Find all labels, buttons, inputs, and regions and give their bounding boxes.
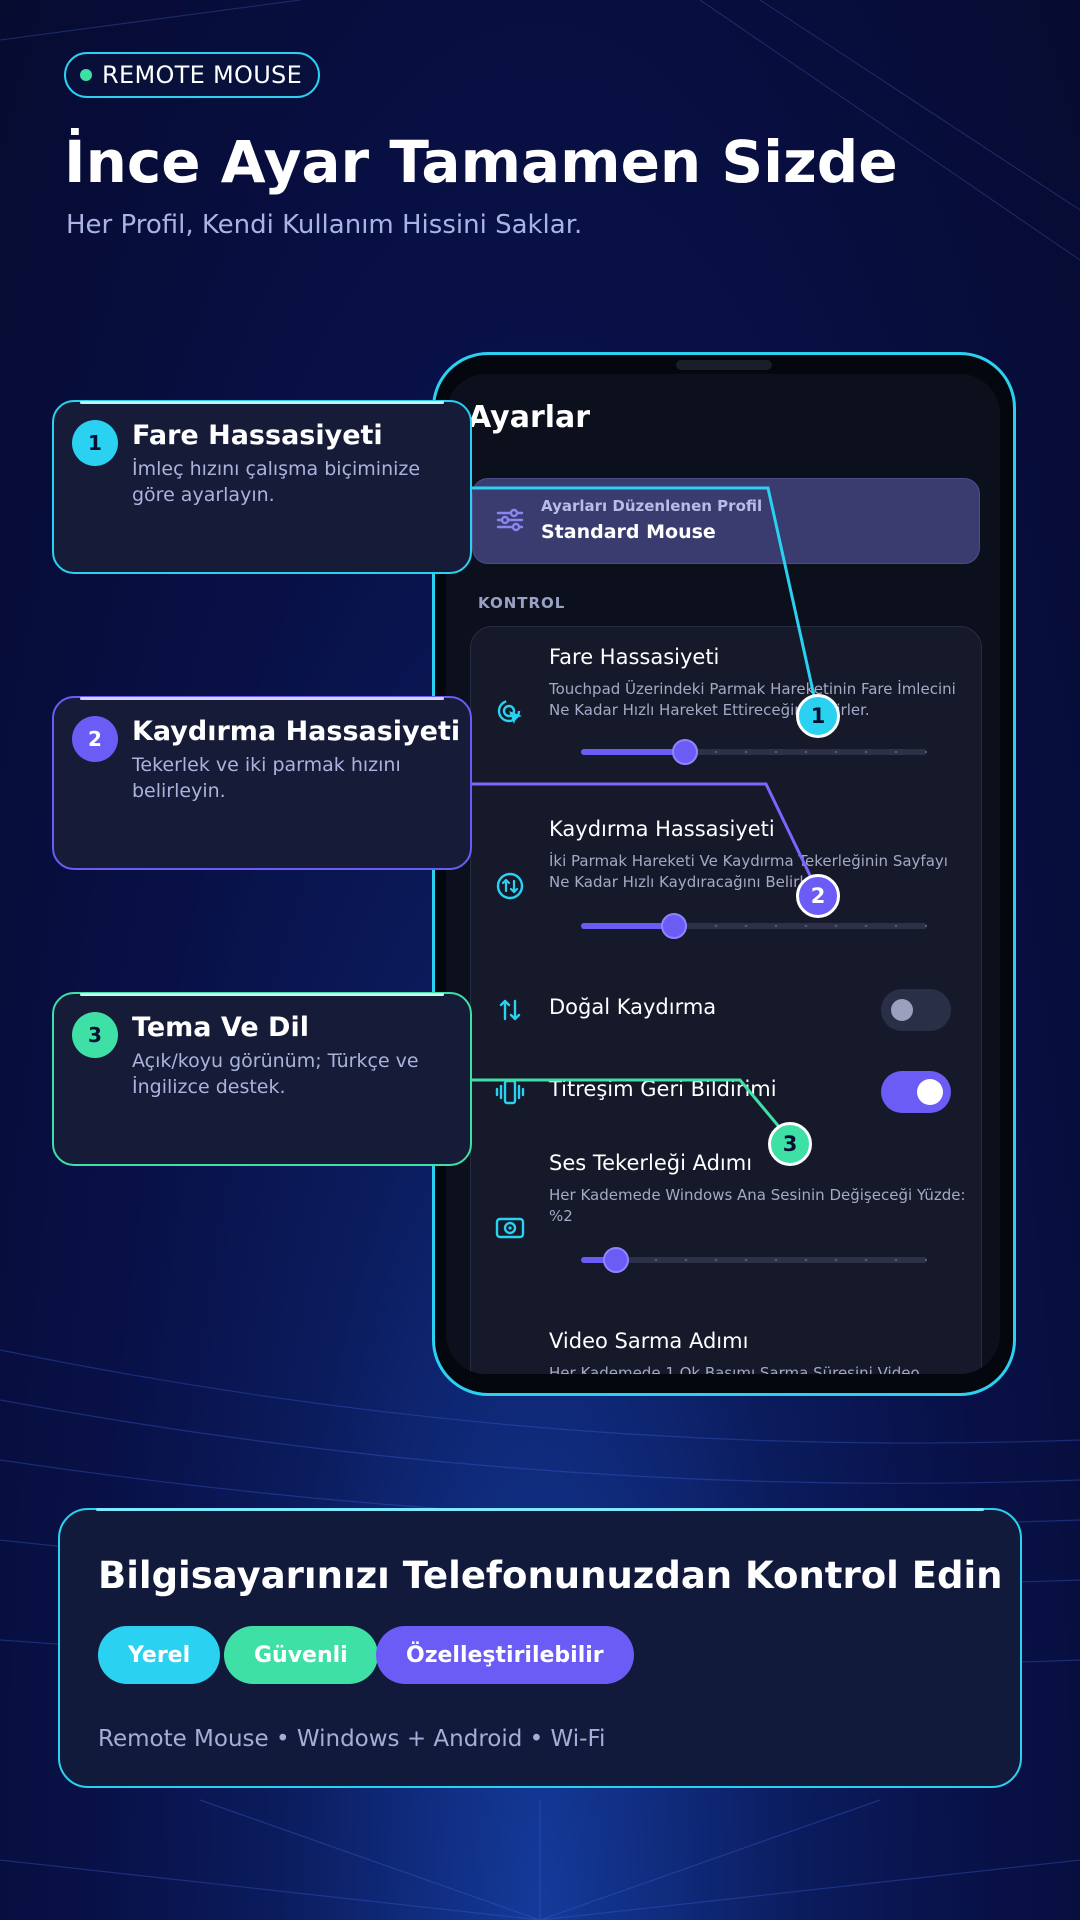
callout-mouse-sensitivity: 1 Fare Hassasiyeti İmleç hızını çalışma … — [52, 400, 472, 574]
pill-secure: Güvenli — [224, 1626, 378, 1684]
slider-fill — [581, 1257, 616, 1263]
video-step-desc: Her Kademede 1 Ok Basımı Sarma Süresini … — [549, 1364, 920, 1374]
brand-tag: REMOTE MOUSE — [64, 52, 321, 98]
callout-title: Tema Ve Dil — [132, 1012, 309, 1043]
scroll-sensitivity-desc: İki Parmak Hareketi Ve Kaydırma Tekerleğ… — [549, 852, 948, 891]
screen-title: Ayarlar — [468, 400, 591, 435]
marker-3: 3 — [768, 1122, 812, 1166]
volume-step-desc: Her Kademede Windows Ana Sesinin Değişec… — [549, 1186, 966, 1225]
swap-vertical-icon — [499, 999, 521, 1021]
section-header-control: KONTROL — [478, 594, 566, 612]
summary-title: Bilgisayarınızı Telefonunuzdan Kontrol E… — [98, 1554, 1003, 1597]
callout-desc: İmleç hızını çalışma biçiminize göre aya… — [132, 458, 421, 506]
callout-title: Kaydırma Hassasiyeti — [132, 716, 461, 747]
haptic-feedback-toggle[interactable] — [881, 1071, 951, 1113]
sliders-icon — [496, 508, 524, 532]
slider-knob[interactable] — [671, 739, 698, 765]
brand-tag-label: REMOTE MOUSE — [102, 61, 303, 89]
callout-number: 2 — [72, 716, 118, 762]
connector-3 — [470, 1078, 792, 1141]
connector-1 — [470, 486, 820, 715]
page-headline: İnce Ayar Tamamen Sizde — [64, 128, 898, 196]
scroll-sensitivity-title: Kaydırma Hassasiyeti — [549, 817, 775, 841]
settings-screen: Ayarlar Ayarları Düzenlenen Profil Stand… — [446, 374, 1000, 1374]
callout-desc: Açık/koyu görünüm; Türkçe ve İngilizce d… — [132, 1050, 419, 1098]
slider-fill — [581, 923, 675, 929]
callout-theme-language: 3 Tema Ve Dil Açık/koyu görünüm; Türkçe … — [52, 992, 472, 1166]
toggle-knob — [917, 1079, 943, 1105]
volume-step-title: Ses Tekerleği Adımı — [549, 1151, 753, 1175]
slider-fill — [581, 749, 685, 755]
mouse-sensitivity-desc: Touchpad Üzerindeki Parmak Hareketinin F… — [549, 680, 956, 719]
pill-customizable: Özelleştirilebilir — [376, 1626, 634, 1684]
slider-ticks — [581, 751, 927, 753]
mouse-sensitivity-slider[interactable] — [581, 739, 927, 765]
control-settings-card: Fare Hassasiyeti Touchpad Üzerindeki Par… — [470, 626, 982, 1374]
callout-accent — [80, 401, 444, 404]
video-step-title: Video Sarma Adımı — [549, 1329, 749, 1353]
scroll-sensitivity-slider[interactable] — [581, 913, 927, 939]
slider-knob[interactable] — [602, 1247, 629, 1273]
scroll-arrows-icon — [496, 872, 524, 900]
mouse-sensitivity-title: Fare Hassasiyeti — [549, 645, 720, 669]
connector-2 — [470, 782, 820, 893]
marker-2: 2 — [796, 874, 840, 918]
page-subline: Her Profil, Kendi Kullanım Hissini Sakla… — [66, 210, 583, 240]
speaker-icon — [495, 1217, 525, 1239]
callout-title: Fare Hassasiyeti — [132, 420, 383, 451]
card-accent — [96, 1508, 984, 1511]
callout-desc: Tekerlek ve iki parmak hızını belirleyin… — [132, 754, 401, 802]
slider-knob[interactable] — [661, 913, 688, 939]
toggle-knob — [891, 999, 913, 1021]
profile-selector[interactable]: Ayarları Düzenlenen Profil Standard Mous… — [472, 478, 980, 564]
status-dot-icon — [80, 69, 92, 81]
pill-local: Yerel — [98, 1626, 221, 1684]
natural-scroll-title: Doğal Kaydırma — [549, 995, 717, 1019]
profile-label: Ayarları Düzenlenen Profil — [541, 497, 763, 515]
profile-value: Standard Mouse — [541, 521, 716, 543]
callout-accent — [80, 697, 444, 700]
feature-summary-card: Bilgisayarınızı Telefonunuzdan Kontrol E… — [58, 1508, 1022, 1788]
natural-scroll-toggle[interactable] — [881, 989, 951, 1031]
callout-accent — [80, 993, 444, 996]
phone-notch — [676, 360, 772, 370]
cursor-target-icon — [497, 699, 522, 724]
callout-number: 1 — [72, 420, 118, 466]
marker-1: 1 — [796, 694, 840, 738]
callout-number: 3 — [72, 1012, 118, 1058]
slider-ticks — [581, 925, 927, 927]
volume-step-slider[interactable] — [581, 1247, 927, 1273]
callout-scroll-sensitivity: 2 Kaydırma Hassasiyeti Tekerlek ve iki p… — [52, 696, 472, 870]
summary-footer: Remote Mouse • Windows + Android • Wi-Fi — [98, 1726, 606, 1752]
slider-ticks — [581, 1259, 927, 1261]
